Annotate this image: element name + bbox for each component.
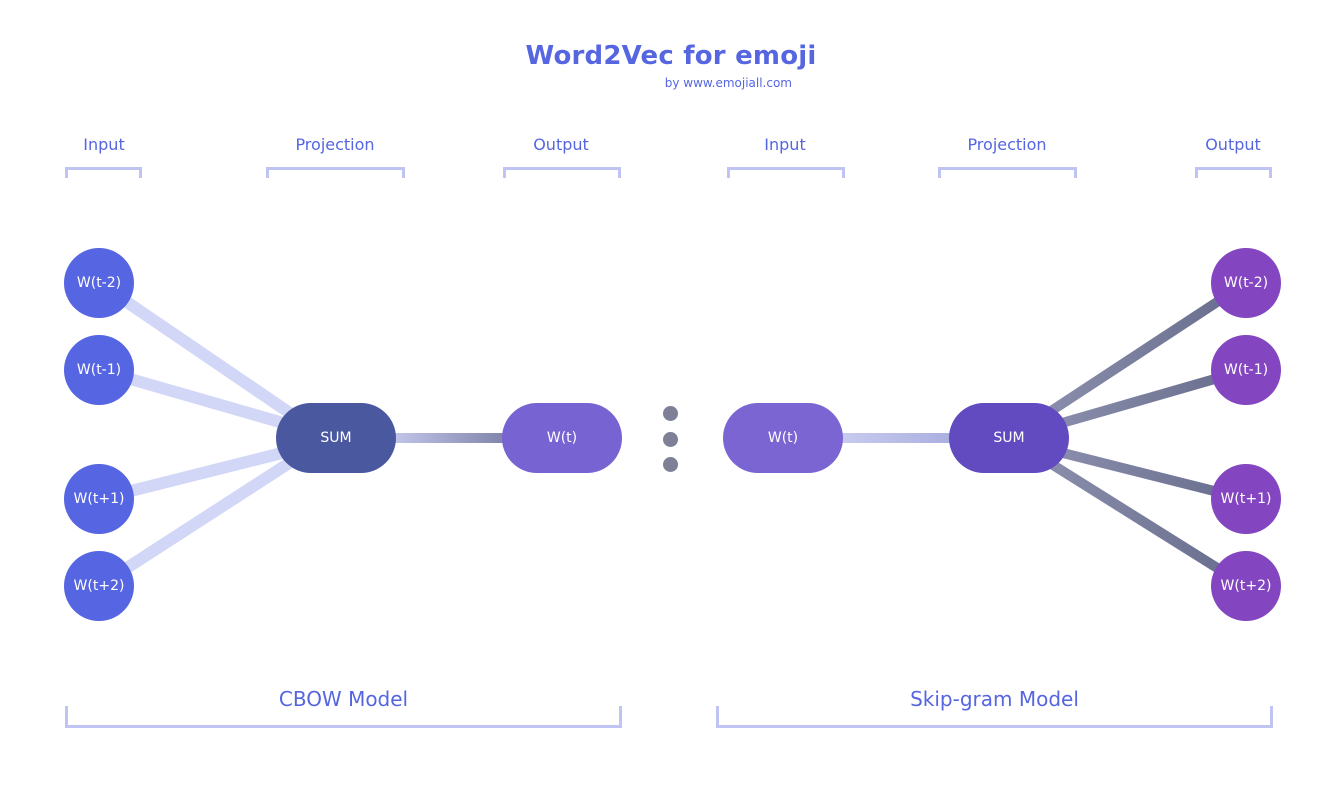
- skip-link-input-sum: [836, 433, 956, 443]
- cbow-input-node-t+2: W(t+2): [64, 551, 134, 621]
- cbow-projection-label: Projection: [295, 135, 375, 154]
- skip-edge-t-2: [1040, 278, 1251, 420]
- cbow-sum-node: SUM: [276, 403, 396, 473]
- skip-output-label: Output: [1205, 135, 1261, 154]
- skip-output-node-t-2: W(t-2): [1211, 248, 1281, 318]
- skipgram-model-label: Skip-gram Model: [910, 687, 1079, 711]
- ellipsis-dot-3: [663, 457, 678, 472]
- cbow-input-bracket: [65, 167, 142, 178]
- cbow-output-node: W(t): [502, 403, 622, 473]
- skip-output-node-t-1: W(t-1): [1211, 335, 1281, 405]
- cbow-edge-t+2: [93, 450, 306, 592]
- ellipsis-dot-2: [663, 432, 678, 447]
- cbow-model-label: CBOW Model: [278, 687, 409, 711]
- cbow-edge-t-2: [93, 277, 306, 426]
- cbow-projection-bracket: [266, 167, 405, 178]
- cbow-link-sum-output: [390, 433, 510, 443]
- skip-output-bracket: [1195, 167, 1272, 178]
- cbow-input-node-t-2: W(t-2): [64, 248, 134, 318]
- skip-input-bracket: [727, 167, 845, 178]
- skip-projection-label: Projection: [967, 135, 1047, 154]
- cbow-input-node-t+1: W(t+1): [64, 464, 134, 534]
- skip-output-node-t+2: W(t+2): [1211, 551, 1281, 621]
- diagram-title: Word2Vec for emoji: [525, 41, 817, 71]
- skip-input-node: W(t): [723, 403, 843, 473]
- cbow-input-node-t-1: W(t-1): [64, 335, 134, 405]
- skip-sum-node: SUM: [949, 403, 1069, 473]
- skip-input-label: Input: [764, 135, 806, 154]
- cbow-output-bracket: [503, 167, 621, 178]
- skipgram-model-bracket: [716, 706, 1273, 728]
- ellipsis-dot-1: [663, 406, 678, 421]
- skip-edge-t+2: [1040, 455, 1251, 591]
- skip-output-node-t+1: W(t+1): [1211, 464, 1281, 534]
- diagram-subtitle: by www.emojiall.com: [664, 76, 792, 90]
- skip-projection-bracket: [938, 167, 1077, 178]
- cbow-output-label: Output: [533, 135, 589, 154]
- cbow-model-bracket: [65, 706, 622, 728]
- cbow-input-label: Input: [83, 135, 125, 154]
